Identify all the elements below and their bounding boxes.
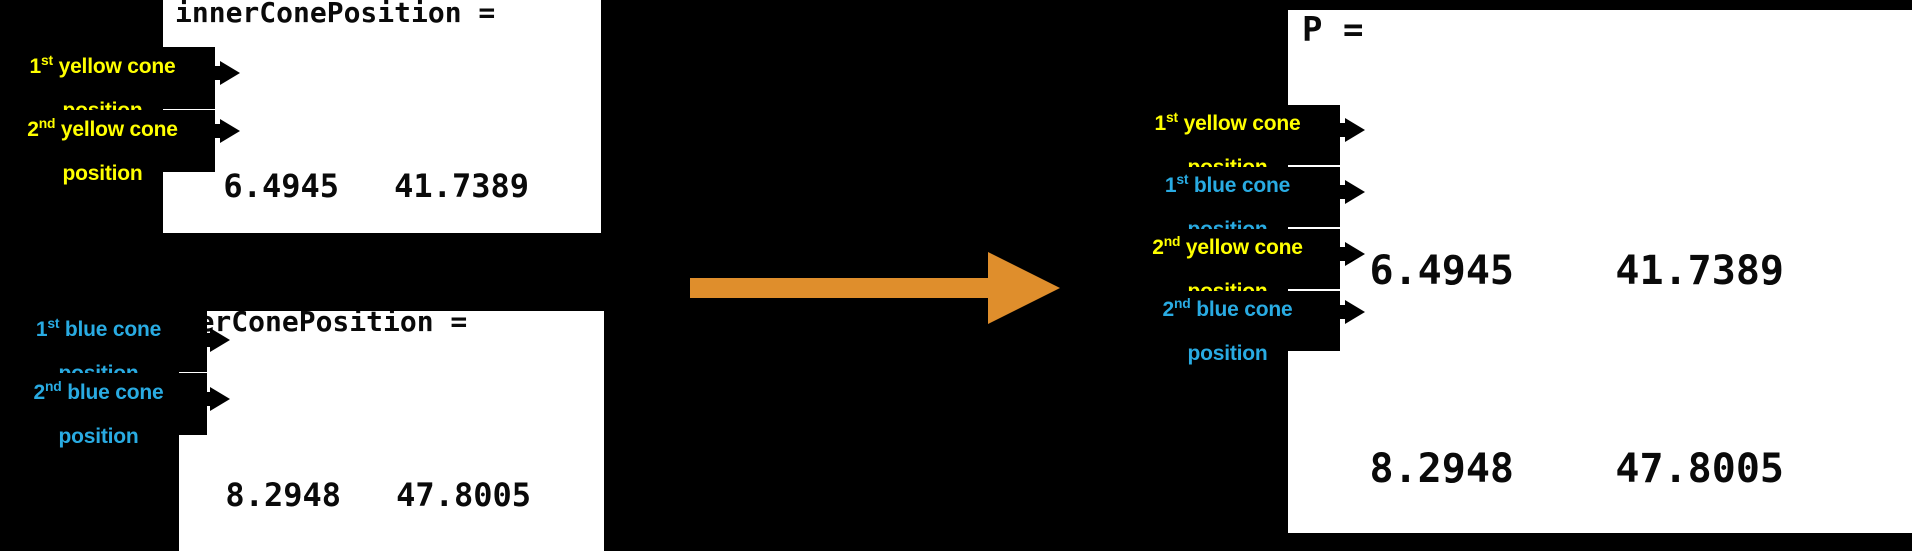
callout-arrow-head-icon xyxy=(210,328,230,352)
callout-arrow-head-icon xyxy=(1345,300,1365,324)
callout-arrow-shaft xyxy=(1325,123,1349,137)
callout-arrow-head-icon xyxy=(1345,242,1365,266)
callout-outer-second-blue: 2nd blue cone position xyxy=(0,373,230,447)
callout-arrow-shaft xyxy=(200,124,224,138)
callout-inner-first-yellow: 1st yellow cone position xyxy=(0,47,240,121)
callout-inner-second-yellow: 2nd yellow cone position xyxy=(0,110,240,184)
callout-arrow-shaft xyxy=(1325,185,1349,199)
callout-merged-first-yellow: 1st yellow cone position xyxy=(1125,105,1365,178)
callout-arrow-shaft xyxy=(1325,305,1349,319)
callout-arrow-head-icon xyxy=(210,387,230,411)
callout-merged-second-blue: 2nd blue cone position xyxy=(1125,291,1365,364)
callout-label: 2nd yellow cone position xyxy=(27,115,178,185)
callout-arrow-head-icon xyxy=(220,119,240,143)
callout-arrow-head-icon xyxy=(220,61,240,85)
callout-arrow-shaft xyxy=(190,392,214,406)
callout-arrow-shaft xyxy=(1325,247,1349,261)
callout-label: 2nd blue cone position xyxy=(1162,295,1293,365)
callout-arrow-shaft xyxy=(190,333,214,347)
callout-arrow-head-icon xyxy=(1345,118,1365,142)
panel-merged-title: P = xyxy=(1302,10,1364,50)
callout-arrow-head-icon xyxy=(1345,180,1365,204)
callout-label: 2nd blue cone position xyxy=(33,378,164,448)
panel-inner-title: innerConePosition = xyxy=(175,0,496,29)
callout-arrow-shaft xyxy=(200,66,224,80)
transition-arrow-icon xyxy=(690,252,1060,324)
